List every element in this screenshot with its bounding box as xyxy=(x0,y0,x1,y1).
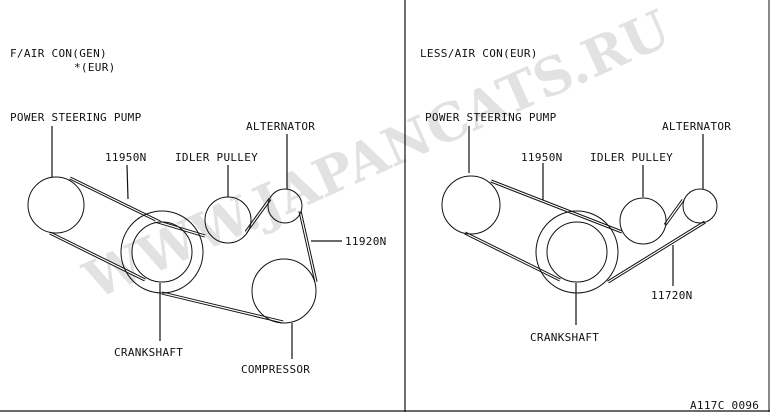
left-title-line2: *(EUR) xyxy=(74,61,116,74)
left-label-alternator: ALTERNATOR xyxy=(246,120,315,133)
left-label-idler-pulley: IDLER PULLEY xyxy=(175,151,258,164)
right-crankshaft-outer-pulley xyxy=(535,210,619,294)
right-label-alternator: ALTERNATOR xyxy=(662,120,731,133)
left-panel: F/AIR CON(GEN) *(EUR) POWER STEERING PUM… xyxy=(10,47,387,376)
leader-line xyxy=(126,164,129,200)
right-label-power-steering-pump: POWER STEERING PUMP xyxy=(425,111,557,124)
right-label-crankshaft: CRANKSHAFT xyxy=(530,331,599,344)
right-belts xyxy=(464,179,706,284)
watermark: WWW.JAPANCATS.RU xyxy=(75,0,679,312)
left-label-compressor: COMPRESSOR xyxy=(241,363,310,376)
left-label-belt-11920n: 11920N xyxy=(345,235,387,248)
right-crankshaft-inner-pulley xyxy=(546,221,608,283)
left-alternator-pulley xyxy=(267,188,303,224)
left-label-belt-11950n: 11950N xyxy=(105,151,147,164)
right-label-belt-11950n: 11950N xyxy=(521,151,563,164)
left-power-steering-pump-pulley xyxy=(27,176,85,234)
left-title-line1: F/AIR CON(GEN) xyxy=(10,47,107,60)
right-label-belt-11720n: 11720N xyxy=(651,289,693,302)
left-crankshaft-inner-pulley xyxy=(131,221,193,283)
left-label-power-steering-pump: POWER STEERING PUMP xyxy=(10,111,142,124)
right-alternator-pulley xyxy=(682,188,718,224)
left-label-crankshaft: CRANKSHAFT xyxy=(114,346,183,359)
right-label-idler-pulley: IDLER PULLEY xyxy=(590,151,673,164)
right-power-steering-pump-pulley xyxy=(441,175,501,235)
right-panel: LESS/AIR CON(EUR) POWER STEERING PUMP 11… xyxy=(420,47,759,412)
left-compressor-pulley xyxy=(251,258,317,324)
figure-id: A117C 0096 xyxy=(690,399,759,412)
right-title: LESS/AIR CON(EUR) xyxy=(420,47,538,60)
right-idler-pulley xyxy=(619,197,667,245)
left-crankshaft-outer-pulley xyxy=(120,210,204,294)
